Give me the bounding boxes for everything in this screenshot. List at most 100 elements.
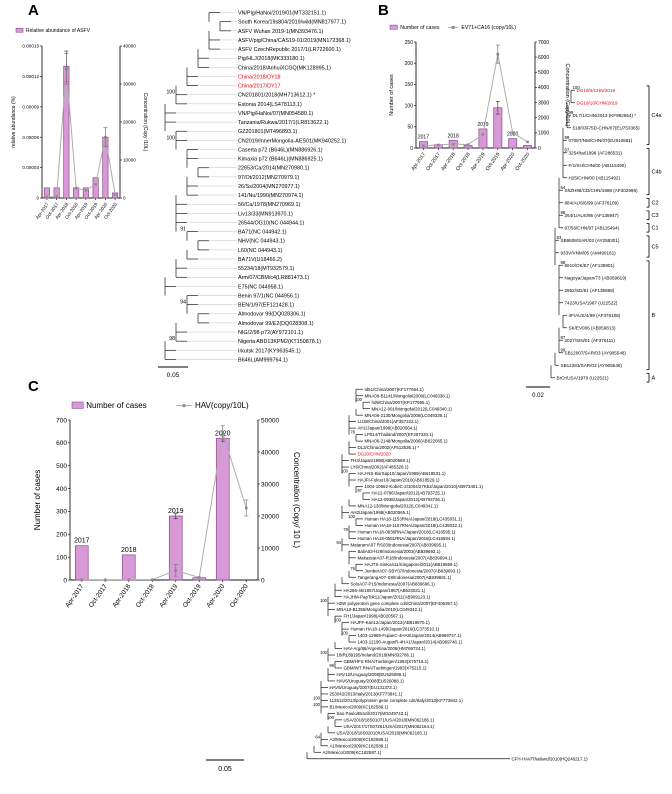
taxon-label: GBM/WT RNA/Tuebingen/1993(X75215.1) bbox=[344, 666, 428, 671]
taxon-label: 933V/VNM/05 (AM490161) bbox=[561, 250, 617, 255]
y2-tick-label: 0 bbox=[538, 146, 541, 152]
line-marker bbox=[511, 131, 514, 135]
y2-axis-label: Concentration (Copy/10L) bbox=[564, 64, 570, 127]
bootstrap-value: 91 bbox=[180, 227, 186, 233]
line-marker bbox=[55, 195, 58, 198]
taxon-label: BA71V(U18466.2) bbox=[238, 257, 282, 263]
line-marker bbox=[466, 143, 470, 146]
bar-year-label: 2020 bbox=[507, 132, 518, 138]
concentration-line bbox=[423, 54, 528, 147]
y-tick-label: 300 bbox=[56, 509, 67, 516]
taxon-label: Tanzania/Rukwa/2017/1(LR813622.1) bbox=[238, 120, 329, 126]
y-tick-label: 0.00009 bbox=[22, 104, 39, 109]
taxon-label: Irkutsk 2017(KY963545.1) bbox=[238, 348, 301, 354]
y2-tick-label: 7000 bbox=[538, 40, 549, 46]
taxon-label: HA12-0938/Japan/2012(AB793726.1) bbox=[372, 497, 446, 502]
bootstrap-value: 100 bbox=[166, 135, 175, 141]
x-tick-label: Oct-2020 bbox=[229, 583, 250, 609]
line-marker bbox=[437, 143, 440, 147]
taxon-label: DL7/1/CHN/2013 (KF982854) * bbox=[573, 113, 637, 118]
taxon-label: LU38/China/2001(AF357222.1) bbox=[358, 419, 420, 424]
ev71-phylogenetic-tree: DG19/4/CHN/2019100DG19/10/CHN/2019DL7/1/… bbox=[550, 85, 663, 383]
taxon-label: 97/Ot/2012(MN270979.1) bbox=[238, 175, 299, 181]
y2-tick-label: 50000 bbox=[261, 417, 279, 424]
taxon-label: DL3/China/2002(AF512536.1) * bbox=[358, 445, 420, 450]
clade-label: C4a bbox=[652, 113, 663, 119]
bar bbox=[74, 545, 89, 581]
taxon-label: TangerangA07-S8/Indonesia/2007(AB839691.… bbox=[358, 575, 452, 580]
y2-tick-label: 10000 bbox=[261, 545, 279, 552]
bootstrap-value: 100 bbox=[334, 618, 342, 623]
taxon-label: H25/CHN/00 (AB115492) bbox=[569, 175, 621, 180]
bootstrap-value: 98 bbox=[169, 336, 175, 342]
taxon-label: Benin 97/1(NC 044956.1) bbox=[238, 293, 299, 299]
x-tick-label: Apr-2020 bbox=[205, 583, 226, 609]
y2-tick-label: 30000 bbox=[261, 481, 279, 488]
taxon-label: HAV-Arg/86/Argentina/2006(HM769724.1) bbox=[344, 646, 426, 651]
x-tick-label: Oct-2018 bbox=[135, 583, 156, 609]
y-tick-label: 700 bbox=[56, 417, 67, 424]
y2-axis-label: Concentration (Copy/ 10 L) bbox=[292, 452, 301, 548]
bootstrap-value: 93 bbox=[557, 235, 562, 240]
line-marker bbox=[74, 186, 78, 190]
taxon-label: HAJFt-Fukuo10/Japan/2010(AB618529.1) bbox=[358, 478, 441, 483]
line-marker bbox=[526, 140, 529, 144]
y2-tick-label: 0 bbox=[261, 577, 265, 584]
bar bbox=[92, 177, 99, 199]
taxon-label: 884/AUS/6/99 (AF376109) bbox=[565, 200, 620, 205]
clade-label: C5 bbox=[652, 244, 659, 250]
bootstrap-value: 100 bbox=[313, 695, 321, 700]
taxon-label: 7423/USA/1987 (U22522) bbox=[565, 300, 618, 305]
bootstrap-value: 97 bbox=[565, 148, 570, 153]
y-tick-label: 0 bbox=[63, 577, 67, 584]
bootstrap-value: 100 bbox=[573, 85, 581, 90]
taxon-label: MataramA07 RS03/Indonesia/2007(AB839695.… bbox=[351, 542, 447, 547]
y-tick-label: 0.00006 bbox=[22, 135, 39, 140]
taxon-label: China/2017/DY17 bbox=[238, 84, 281, 90]
taxon-label: MNA06-2130/Mongolia/2006(LC049339.1) bbox=[365, 413, 448, 418]
bootstrap-value: 100 bbox=[341, 631, 349, 636]
taxon-label: MNA12-001/Mongolia/2012(LC049340.1) bbox=[372, 406, 453, 411]
taxon-label: ASFV/pig/China/CAS19-01/2019(MN172368.1) bbox=[238, 38, 351, 44]
bootstrap-value: 100 bbox=[341, 469, 349, 474]
taxon-label: DG19/10/CHN/2019 bbox=[577, 100, 619, 105]
panel-a-label: A bbox=[28, 2, 39, 19]
taxon-label: ASFV CzechRepublic 2017/1(LR722600.1) bbox=[238, 47, 341, 53]
taxon-label: LP014/Thailand/2007(EF207320.1) bbox=[365, 432, 434, 437]
taxon-label: China/2018/DY18 bbox=[238, 74, 281, 80]
taxon-label: 97/56/CHN/97 (AB115494) bbox=[565, 225, 620, 230]
taxon-label: A3/Mexico/2009(KC182589.1) bbox=[330, 737, 389, 742]
taxon-label: GBM/HFS RNA/Tuebingen/1993(X75716.1) bbox=[344, 659, 430, 664]
bar bbox=[478, 128, 488, 149]
taxon-label: Nagoya/Japan/73 (AB059819) bbox=[565, 275, 627, 280]
y-axis-label: relative abundance (%) bbox=[11, 96, 17, 148]
concentration-line bbox=[46, 68, 116, 198]
taxon-label: China/2018/AnhuiXCGQ(MK128995.1) bbox=[238, 65, 331, 71]
bootstrap-value: 97 bbox=[357, 488, 362, 493]
y2-tick-label: 1000 bbox=[538, 131, 549, 137]
y-tick-label: 100 bbox=[405, 103, 414, 109]
hav-phylogenetic-tree: td51/China/2007(KF177964.1)MNA09-B1141/M… bbox=[306, 387, 588, 761]
y-axis-label: Number of cases bbox=[389, 74, 395, 116]
taxon-label: 3254/tai/1998 (AF286531) bbox=[569, 150, 623, 155]
taxon-label: 6910/OK/87 (AF135901) bbox=[565, 263, 616, 268]
taxon-label: Pig/HLJ/2018(MK333180.1) bbox=[238, 56, 305, 62]
bootstrap-value: 100 bbox=[320, 598, 328, 603]
bootstrap-value: 99 bbox=[561, 348, 566, 353]
taxon-label: Human HA18-1167RNA/Japan/2018(LC435032.1… bbox=[365, 523, 463, 528]
clade-label: C2 bbox=[652, 201, 659, 207]
legend-line-marker bbox=[182, 404, 186, 408]
taxon-label: hd9/China/2007(KP177965.1) bbox=[372, 400, 431, 405]
y-tick-label: 0.00012 bbox=[22, 74, 39, 79]
bootstrap-value: 98 bbox=[561, 260, 566, 265]
panel-b-label: B bbox=[378, 2, 389, 19]
taxon-label: Caserta p72 (B646L)(MN886926.1) bbox=[238, 147, 323, 153]
y2-tick-label: 30000 bbox=[123, 82, 136, 87]
taxon-label: VN/Pig/HaNoi/2019/01(MT332151.1) bbox=[238, 11, 326, 17]
bootstrap-value: 100 bbox=[313, 702, 321, 707]
taxon-label: HA286-4k/1957/Japan/1957(AB623031.1) bbox=[344, 588, 426, 593]
concentration-line bbox=[81, 432, 247, 581]
taxon-label: B646L(AM999764.1) bbox=[238, 357, 288, 363]
taxon-label: USA/2017/17S07261/USA/2017(MN062164.1) bbox=[344, 724, 435, 729]
